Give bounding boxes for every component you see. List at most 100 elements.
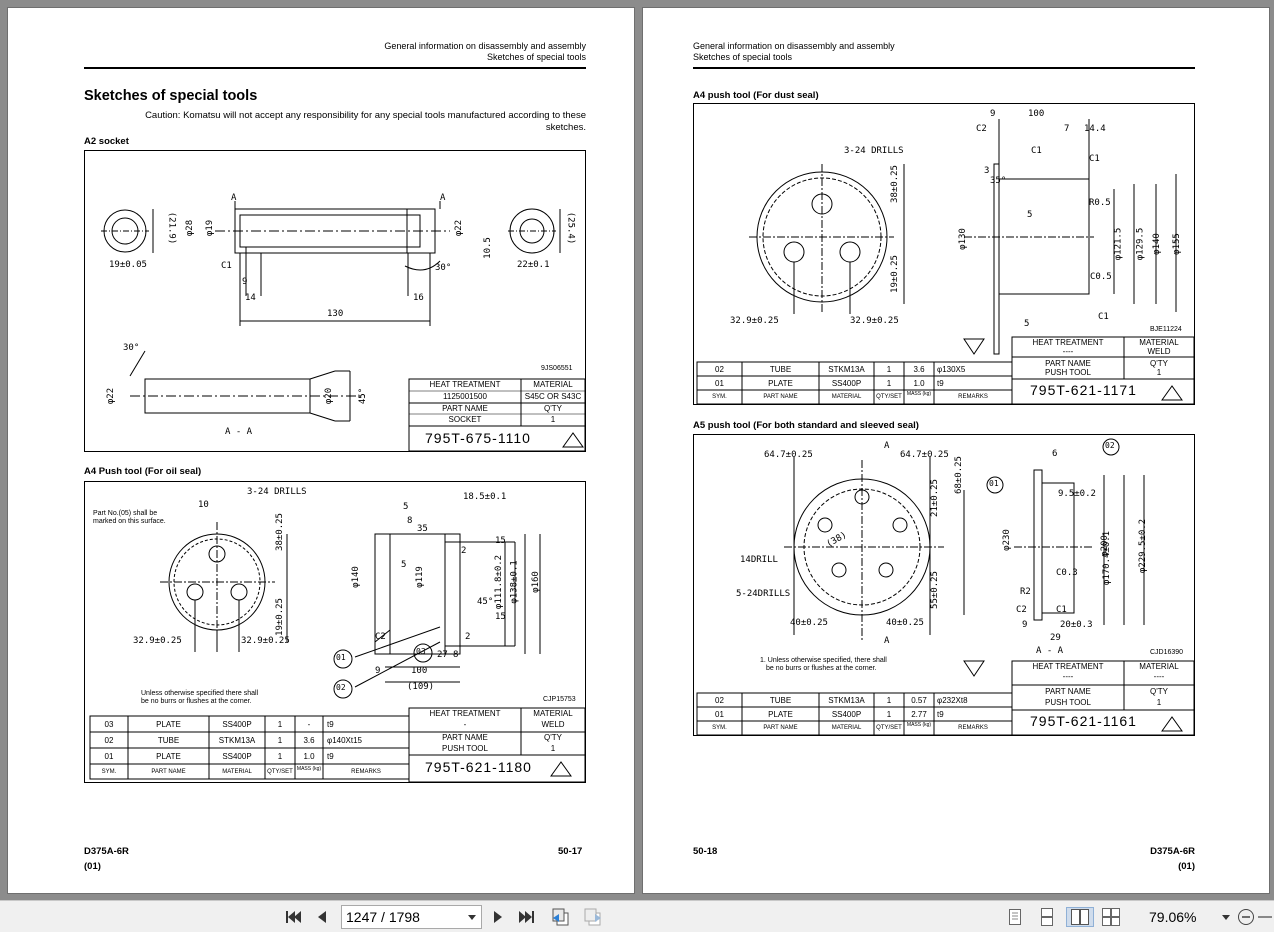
qty-value: 1 (550, 744, 556, 753)
table-cell: t9 (937, 379, 944, 388)
header-line-2: Sketches of special tools (693, 52, 793, 62)
viewer-toolbar: 1247 / 1798 79.06% (0, 900, 1274, 932)
page-footer-right: D375A-6R (01) (1123, 844, 1195, 874)
a4-dust-svg (696, 119, 1194, 404)
next-page-button[interactable] (488, 907, 508, 927)
dim-label: (109) (407, 682, 435, 692)
qty-label: Q'TY (1150, 687, 1168, 696)
table-header: REMARKS (958, 725, 988, 731)
dim-label: φ160 (530, 571, 541, 593)
zoom-out-icon (1238, 909, 1254, 925)
table-header: PART NAME (763, 394, 798, 400)
dim-label: 3-24 DRILLS (844, 146, 904, 156)
zoom-dropdown-button[interactable] (1220, 907, 1232, 927)
dim-label: C1 (1056, 605, 1067, 615)
callout-label: 01 (989, 479, 999, 488)
zoom-out-button[interactable] (1236, 907, 1256, 927)
dim-label: 40±0.25 (886, 618, 924, 628)
dim-label: 8 (407, 516, 413, 526)
go-back-view-button[interactable] (550, 907, 572, 927)
table-header: PART NAME (763, 725, 798, 731)
table-header: REMARKS (351, 769, 381, 775)
part-name-label: PART NAME (442, 404, 488, 413)
a4-dust-parts-table-grid (696, 361, 1013, 404)
zoom-slider-icon (1258, 916, 1272, 918)
dim-label: 9 (242, 277, 248, 287)
first-page-icon (286, 911, 301, 923)
callout-03 (413, 643, 433, 663)
table-header: QTY/SET (876, 394, 902, 400)
material-label: MATERIAL (1139, 338, 1179, 347)
dim-label: φ111.8±0.2 (494, 554, 505, 610)
page-title: Sketches of special tools (84, 88, 258, 104)
drawing-a2-socket: (21.9) 19±0.05 φ28 φ19 φ22 C1 9 14 130 1… (84, 150, 586, 452)
first-page-button[interactable] (282, 907, 304, 927)
table-cell: STKM13A (828, 365, 865, 374)
dim-label: 15 (495, 612, 506, 622)
header-line-1: General information on disassembly and a… (384, 41, 586, 51)
note-text: be no burrs or flushes at the corner. (766, 665, 877, 672)
table-cell: SS400P (831, 710, 862, 719)
heat-treatment-label: HEAT TREATMENT (1032, 662, 1104, 671)
dim-label: 10.5 (482, 237, 493, 259)
dim-label: R2 (1020, 587, 1031, 597)
drawing-id: 9JS06551 (541, 365, 573, 372)
drawing-id: CJD16390 (1150, 649, 1184, 656)
table-cell: 02 (715, 696, 724, 705)
last-page-button[interactable] (516, 907, 538, 927)
table-cell: TUBE (157, 736, 180, 745)
single-page-icon (1009, 909, 1021, 925)
dim-label: 45° (358, 387, 369, 405)
callout-label: 02 (1105, 441, 1115, 450)
chevron-down-icon (1222, 915, 1230, 920)
header-rule (693, 67, 1195, 69)
dim-label: 68±0.25 (953, 456, 964, 494)
a2-labels: (21.9) 19±0.05 φ28 φ19 φ22 C1 9 14 130 1… (85, 151, 585, 451)
dim-label: 2 (465, 632, 471, 642)
part-number: 795T-621-1171 (1030, 382, 1137, 398)
table-cell: 3.6 (913, 365, 925, 374)
table-cell: SS400P (222, 752, 252, 761)
page-header: General information on disassembly and a… (84, 41, 586, 63)
page-number-select[interactable]: 1247 / 1798 (341, 905, 482, 929)
dim-label: φ130 (957, 228, 968, 250)
a2-title-block (408, 378, 585, 451)
table-header: MATERIAL (222, 769, 252, 775)
single-page-view-button[interactable] (1005, 907, 1025, 927)
a4-oil-parts-table-grid (89, 715, 410, 780)
dim-label: 9 (375, 666, 381, 676)
drawing-id: BJE11224 (1150, 326, 1182, 333)
dim-label: 14 (245, 293, 256, 303)
table-cell: 01 (715, 710, 724, 719)
material-value: ---- (1153, 672, 1165, 681)
go-forward-view-button[interactable] (582, 907, 604, 927)
facing-continuous-icon (1102, 908, 1120, 926)
dim-label: 40±0.25 (790, 618, 828, 628)
caution-line-1: Caution: Komatsu will not accept any res… (145, 110, 586, 121)
part-name-label: PART NAME (1045, 359, 1091, 368)
dim-label: 5 (1027, 210, 1033, 220)
dim-label: 32.9±0.25 (730, 316, 779, 326)
drawing-a4-push-tool-oil-seal: 3-24 DRILLS 10 Part No.(05) shall be mar… (84, 481, 586, 783)
continuous-view-button[interactable] (1037, 907, 1057, 927)
note-text: Unless otherwise specified there shall (141, 690, 259, 697)
zoom-slider-handle[interactable] (1258, 907, 1272, 927)
dim-label: 5-24DRILLS (736, 589, 791, 599)
a4-oil-labels: 3-24 DRILLS 10 Part No.(05) shall be mar… (85, 482, 585, 782)
dim-label: φ229.5±0.2 (1138, 518, 1149, 574)
table-cell: 1 (886, 710, 892, 719)
previous-page-button[interactable] (312, 907, 332, 927)
dim-label: C0.3 (1056, 568, 1078, 578)
zoom-level[interactable]: 79.06% (1149, 909, 1197, 925)
section-label: A - A (225, 427, 253, 437)
facing-continuous-view-button[interactable] (1100, 907, 1122, 927)
table-cell: 2.77 (911, 710, 927, 719)
dim-label: 19±0.05 (109, 260, 147, 270)
table-header: MATERIAL (831, 725, 862, 731)
facing-pages-view-button[interactable] (1066, 907, 1094, 927)
qty-label: Q'TY (1150, 359, 1168, 368)
page-number: 50-17 (558, 846, 583, 857)
dim-label: C0.5 (1090, 272, 1112, 282)
table-header: SYM. (101, 769, 117, 775)
dim-label: 32.9±0.25 (850, 316, 899, 326)
